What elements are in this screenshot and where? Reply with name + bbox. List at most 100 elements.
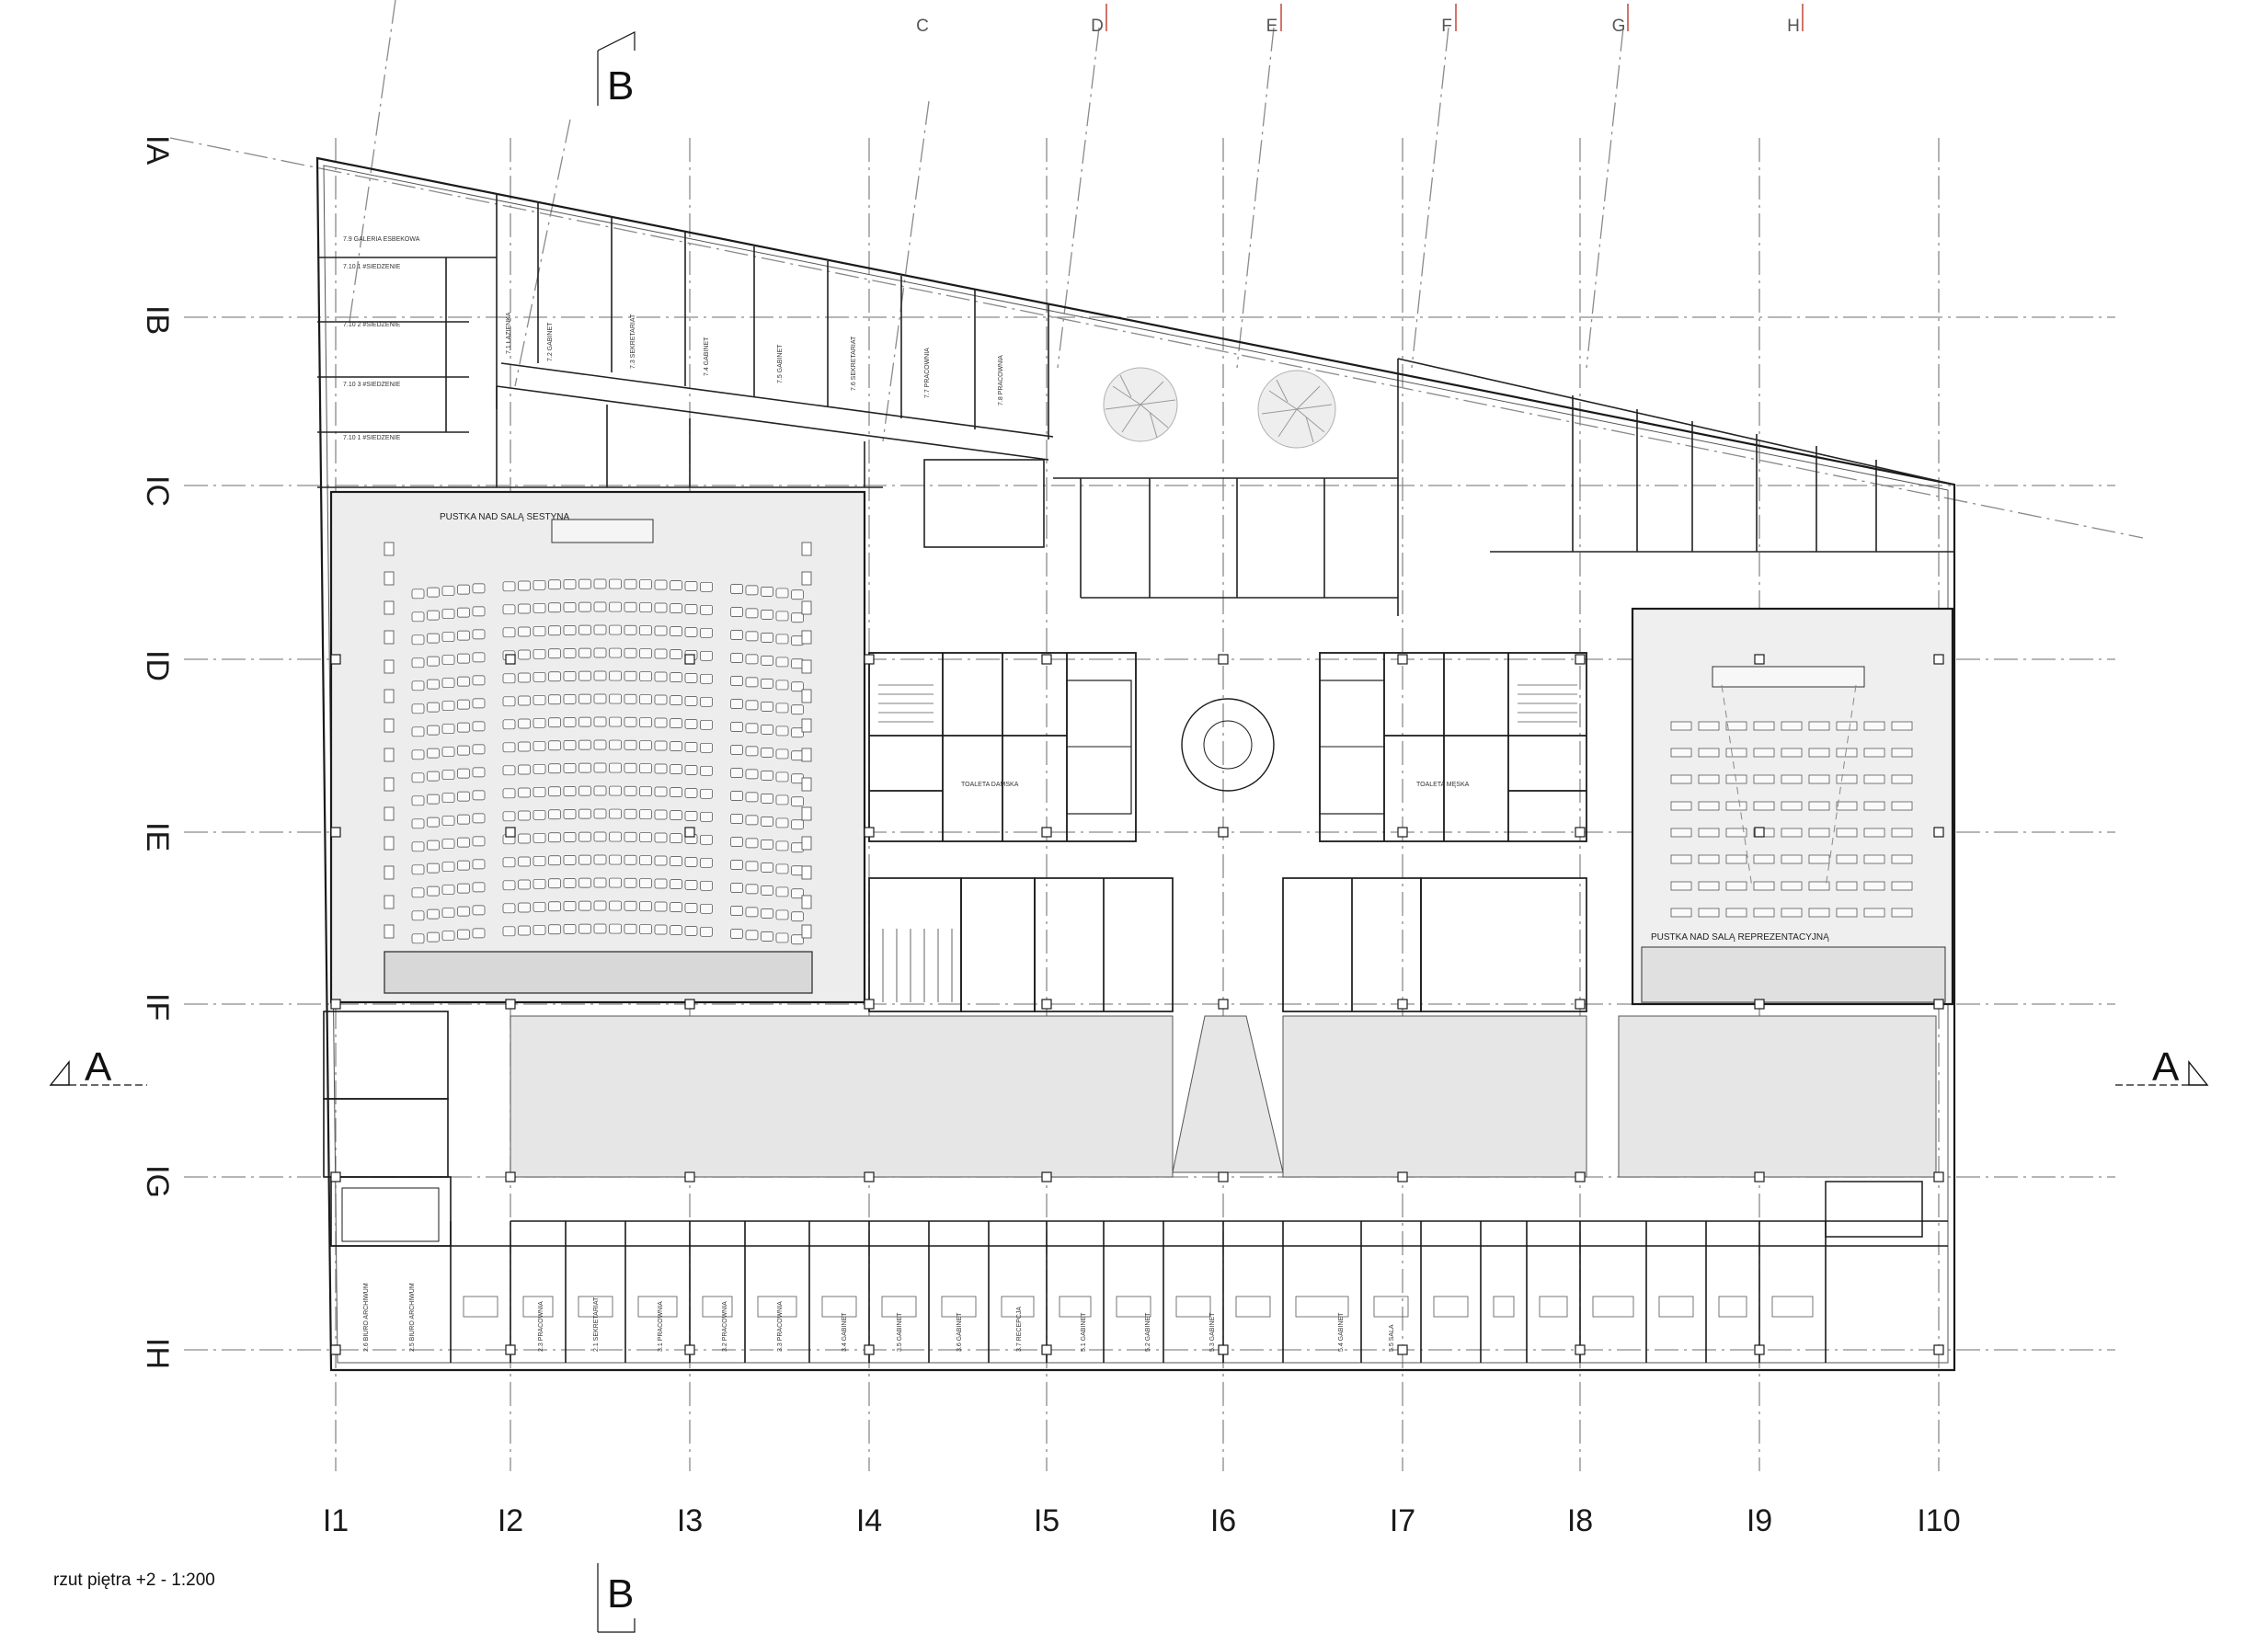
seat (745, 907, 759, 918)
room-label: 5.3 GABINET (1209, 1312, 1216, 1352)
column (1041, 827, 1052, 838)
seat (639, 786, 652, 796)
seat (745, 884, 759, 895)
seat (472, 928, 486, 939)
seat (502, 857, 516, 868)
seat (761, 793, 773, 804)
seat (563, 671, 577, 681)
wall-niche (801, 748, 812, 762)
seat (441, 770, 455, 780)
seat (533, 694, 546, 705)
column (330, 1344, 341, 1355)
wall-niche (801, 895, 812, 909)
courtyard-trees (1103, 367, 1336, 449)
seat (427, 587, 440, 598)
seat (411, 841, 425, 852)
seat (639, 901, 652, 911)
seat (593, 785, 607, 796)
seat (654, 740, 668, 751)
seat (639, 694, 652, 704)
column (1933, 654, 1944, 665)
seat (700, 719, 713, 730)
wall-niche (801, 865, 812, 880)
seat (427, 908, 440, 920)
seat (730, 929, 743, 939)
seat (518, 879, 531, 890)
column (1041, 1171, 1052, 1182)
seat (548, 579, 561, 590)
seat (472, 629, 486, 640)
seat (609, 739, 622, 750)
seat (1698, 828, 1720, 838)
seat (775, 634, 789, 645)
seat (670, 603, 682, 613)
seat (441, 931, 455, 941)
seat (563, 717, 577, 727)
seat (1670, 881, 1692, 891)
seat (1725, 748, 1747, 758)
column (1041, 1344, 1052, 1355)
seat (1808, 721, 1830, 731)
grid-col-label: I1 (323, 1503, 349, 1538)
grid-line-slant-7 (1586, 27, 1624, 369)
room-label: 7.8 PRACOWNIA (998, 355, 1004, 406)
svg-text:A: A (2152, 1045, 2180, 1090)
wall-niche (384, 806, 395, 821)
seat (730, 653, 743, 663)
desk (757, 1296, 797, 1318)
seat (745, 815, 759, 826)
seat (427, 633, 440, 644)
seat (593, 877, 607, 888)
seat (730, 860, 743, 870)
seat (427, 885, 440, 897)
seat (563, 855, 577, 865)
seat (609, 831, 622, 842)
wall-niche (801, 659, 812, 674)
wall-niche (801, 806, 812, 821)
seat (761, 655, 773, 666)
seat (684, 857, 698, 867)
seat (639, 625, 652, 635)
seat (1808, 748, 1830, 758)
seat (502, 604, 516, 615)
seat (670, 649, 682, 659)
seat (593, 900, 607, 911)
seat (502, 903, 516, 914)
desk (1295, 1296, 1349, 1318)
seat (609, 624, 622, 635)
seat (1670, 854, 1692, 864)
seat (578, 877, 591, 888)
seat (578, 923, 591, 934)
seat (1863, 881, 1885, 891)
seat (593, 578, 607, 589)
seat (624, 716, 637, 727)
room-label: 7.2 GABINET (547, 322, 554, 361)
grid-col-label: I10 (1917, 1503, 1960, 1538)
wall-niche (384, 659, 395, 674)
column (1933, 999, 1944, 1010)
seat (578, 601, 591, 612)
grid-col-label: I2 (498, 1503, 523, 1538)
seat (1698, 801, 1720, 811)
seat (761, 747, 773, 758)
seat (533, 786, 546, 797)
seat (670, 695, 682, 705)
seat (1753, 721, 1775, 731)
room-label: 7.1 ŁAZIENKA (506, 312, 512, 354)
wall-niche (384, 689, 395, 703)
seat (730, 791, 743, 801)
column (1575, 654, 1586, 665)
top-grid-ticks (1105, 4, 1804, 31)
seat (533, 648, 546, 659)
wall-niche (801, 718, 812, 733)
column (1397, 654, 1408, 665)
label-wc-right: TOALETA MĘSKA (1416, 782, 1470, 788)
seat (1891, 801, 1913, 811)
seat (609, 578, 622, 589)
grid-col-label: I9 (1747, 1503, 1772, 1538)
seat (700, 811, 713, 822)
seat (745, 631, 759, 642)
seat (639, 832, 652, 842)
seat (684, 696, 698, 706)
